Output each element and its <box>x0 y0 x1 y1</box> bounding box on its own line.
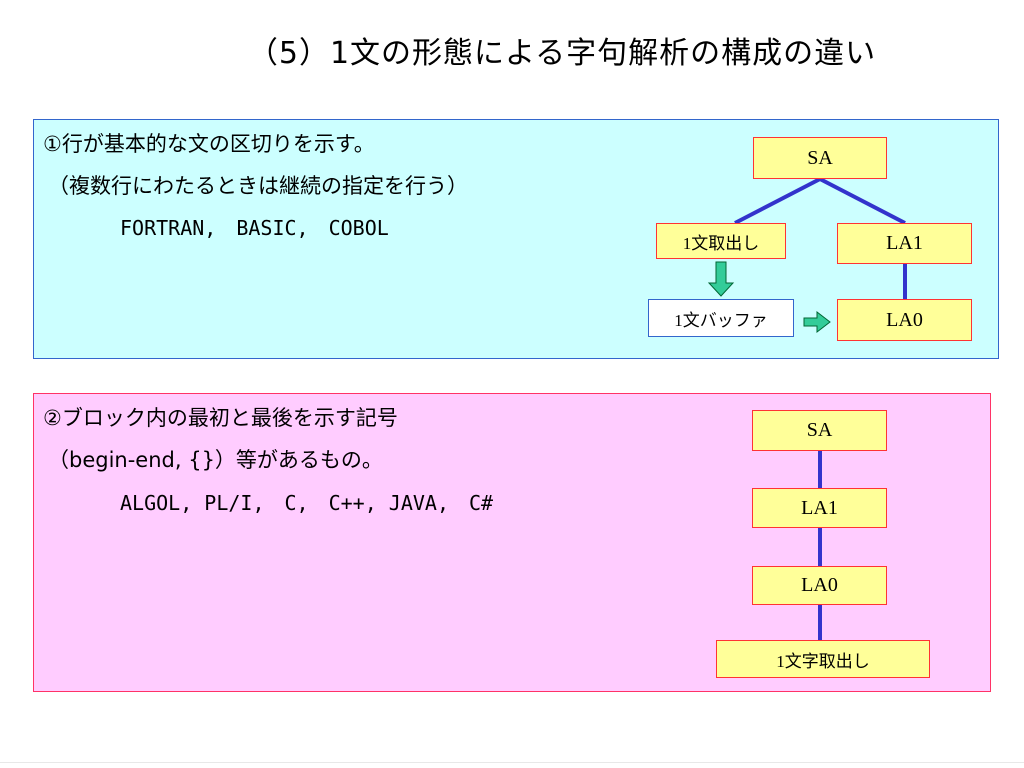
section1-note: （複数行にわたるときは継続の指定を行う） <box>48 174 468 198</box>
footer-divider <box>0 762 1024 763</box>
sa-to-extract-connector <box>734 177 821 225</box>
la1-box: LA1 <box>837 223 972 264</box>
down-arrow-icon <box>707 261 735 297</box>
sa-box-2: SA <box>752 410 887 451</box>
section2-heading: ②ブロック内の最初と最後を示す記号 <box>43 406 398 430</box>
la0-box-2: LA0 <box>752 566 887 605</box>
section2-note: （begin-end, {}）等があるもの。 <box>48 448 383 472</box>
section1-heading: ①行が基本的な文の区切りを示す。 <box>43 132 375 156</box>
char-extract-box: 1文字取出し <box>716 640 930 678</box>
section2-languages: ALGOL, PL/I, C, C++, JAVA, C# <box>100 491 494 515</box>
statement-extract-box: 1文取出し <box>656 223 786 259</box>
page-title: （5）1文の形態による字句解析の構成の違い <box>247 36 877 71</box>
sa-box: SA <box>753 137 887 179</box>
sa-to-la1-connector <box>819 177 906 225</box>
statement-buffer-box: 1文バッファ <box>648 299 794 337</box>
la1-box-2: LA1 <box>752 488 887 528</box>
la0-box: LA0 <box>837 299 972 341</box>
section1-languages: FORTRAN, BASIC, COBOL <box>100 216 389 240</box>
right-arrow-icon <box>803 310 831 334</box>
